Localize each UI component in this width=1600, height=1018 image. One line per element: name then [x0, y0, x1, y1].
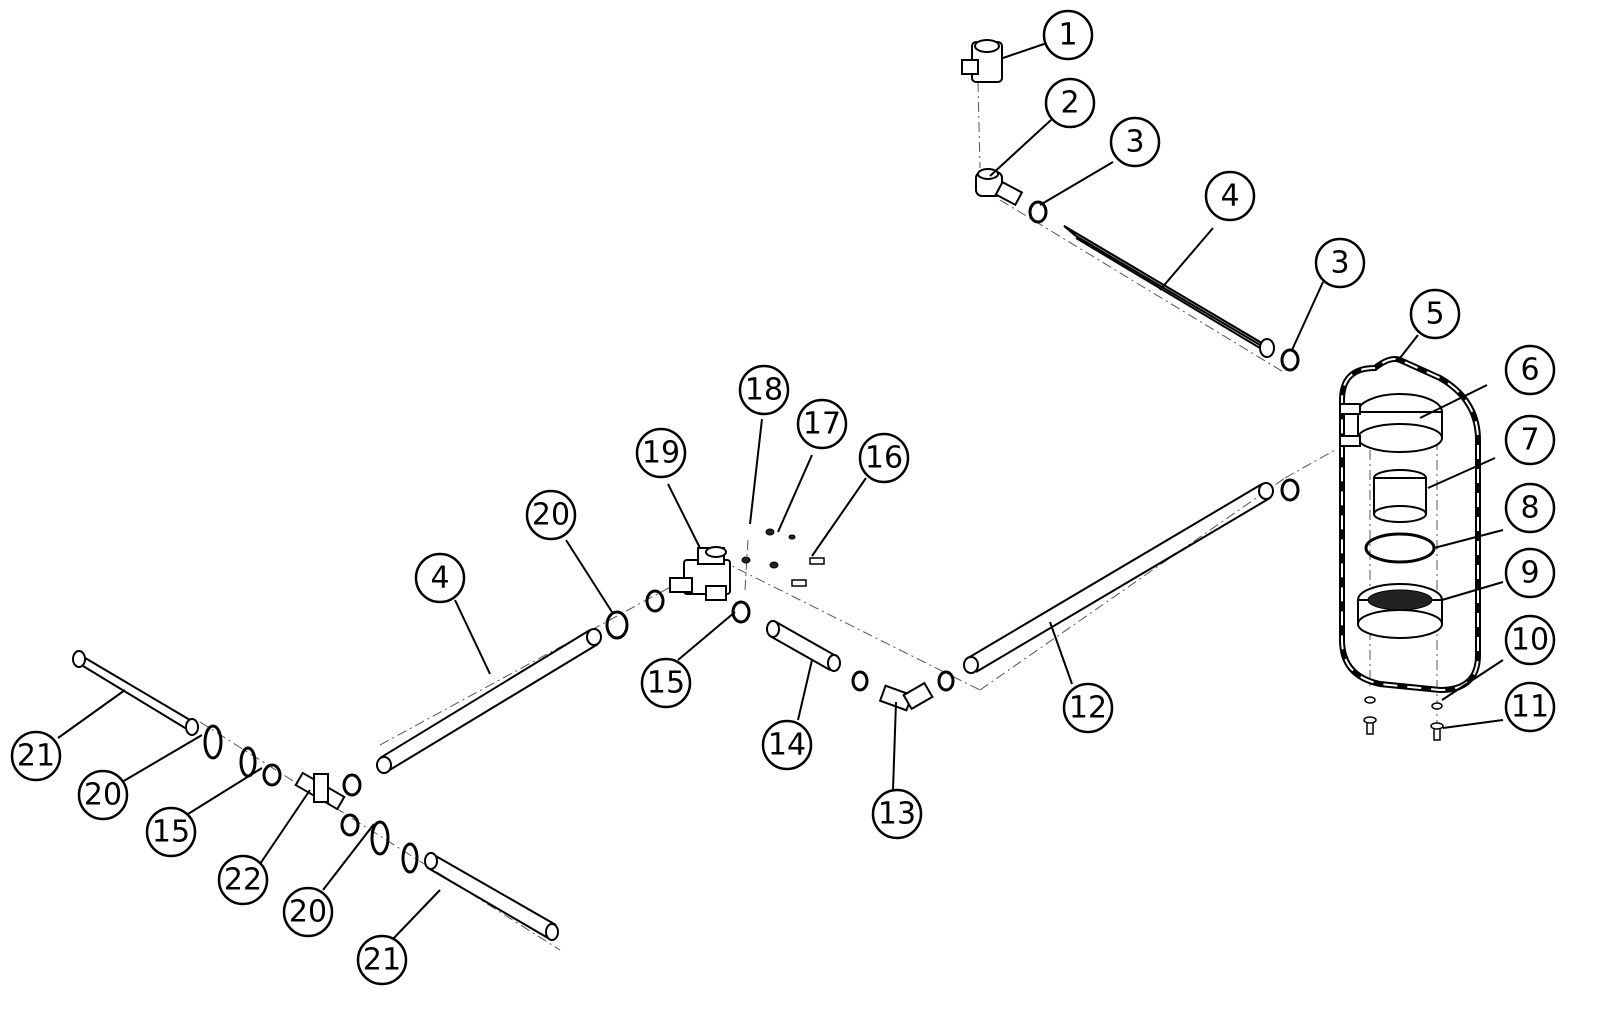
callout-21: 21 — [10, 730, 62, 782]
callout-22: 22 — [217, 854, 269, 906]
callout-10: 10 — [1504, 614, 1556, 666]
hose-clamp-part — [262, 763, 362, 837]
callout-9: 9 — [1504, 547, 1556, 599]
hose-12-part — [963, 482, 1274, 674]
screw-part — [1363, 716, 1444, 741]
callout-20: 20 — [525, 489, 577, 541]
callout-label: 15 — [152, 815, 190, 850]
callout-label: 4 — [1220, 179, 1239, 214]
elbow-13-part — [878, 681, 934, 712]
leader-lines — [57, 42, 1504, 941]
valve-body-part — [669, 546, 731, 601]
elbow-fitting-part — [975, 168, 1024, 207]
callout-21: 21 — [356, 934, 408, 986]
callout-4: 4 — [414, 552, 466, 604]
callout-11: 11 — [1504, 681, 1556, 733]
hose-clamp-part — [851, 670, 955, 692]
callout-7: 7 — [1504, 414, 1556, 466]
callout-label: 8 — [1520, 491, 1539, 526]
o-ring-part — [1364, 532, 1436, 564]
callout-label: 20 — [84, 778, 122, 813]
callout-20: 20 — [77, 769, 129, 821]
callout-12: 12 — [1062, 682, 1114, 734]
callout-4: 4 — [1204, 170, 1256, 222]
callout-label: 16 — [865, 441, 903, 476]
callout-label: 3 — [1125, 125, 1144, 160]
callout-label: 19 — [642, 436, 680, 471]
callout-label: 7 — [1520, 423, 1539, 458]
callout-6: 6 — [1504, 344, 1556, 396]
callout-3: 3 — [1109, 116, 1161, 168]
callout-label: 1 — [1058, 18, 1077, 53]
hose-21-lower-part — [424, 852, 559, 941]
callout-label: 18 — [745, 373, 783, 408]
assembly-axis-lines — [199, 81, 1438, 951]
callout-label: 17 — [803, 407, 841, 442]
callout-label: 9 — [1520, 556, 1539, 591]
hose-clamp-part — [1028, 200, 1300, 502]
callout-16: 16 — [858, 432, 910, 484]
callout-13: 13 — [871, 788, 923, 840]
washer-part — [1364, 696, 1443, 710]
callout-2: 2 — [1044, 77, 1096, 129]
callout-label: 6 — [1520, 353, 1539, 388]
filter-bowl-part — [1357, 583, 1443, 639]
callout-14: 14 — [761, 719, 813, 771]
callout-label: 12 — [1069, 691, 1107, 726]
solenoid-connector-part — [961, 39, 1003, 83]
callout-label: 15 — [647, 666, 685, 701]
o-ring-part — [203, 724, 419, 874]
callout-label: 14 — [768, 728, 806, 763]
callout-label: 11 — [1511, 690, 1549, 725]
callout-19: 19 — [635, 427, 687, 479]
callout-label: 3 — [1330, 246, 1349, 281]
callout-15: 15 — [145, 806, 197, 858]
callout-1: 1 — [1042, 9, 1094, 61]
hose-upper-part — [1063, 225, 1275, 358]
callout-17: 17 — [796, 398, 848, 450]
tee-fitting-part — [294, 771, 346, 811]
hose-14-part — [766, 620, 841, 672]
callout-20: 20 — [282, 886, 334, 938]
callout-18: 18 — [738, 364, 790, 416]
callout-label: 20 — [289, 895, 327, 930]
callout-label: 13 — [878, 797, 916, 832]
callout-15: 15 — [640, 657, 692, 709]
callout-label: 21 — [363, 943, 401, 978]
callout-label: 22 — [224, 863, 262, 898]
filter-cartridge-part — [1373, 469, 1427, 523]
hose-lower-part — [376, 628, 602, 774]
valve-hardware-part — [741, 528, 825, 587]
hose-21-upper-part — [72, 650, 199, 736]
o-ring-part — [605, 610, 629, 640]
filter-head-part — [1339, 393, 1443, 453]
callout-8: 8 — [1504, 482, 1556, 534]
callout-label: 21 — [17, 739, 55, 774]
callout-label: 5 — [1425, 297, 1444, 332]
callout-label: 4 — [430, 561, 449, 596]
callout-label: 10 — [1511, 623, 1549, 658]
callout-3: 3 — [1314, 237, 1366, 289]
callout-label: 20 — [532, 498, 570, 533]
callout-5: 5 — [1409, 288, 1461, 340]
hose-clamp-part — [645, 589, 751, 624]
callout-label: 2 — [1060, 86, 1079, 121]
